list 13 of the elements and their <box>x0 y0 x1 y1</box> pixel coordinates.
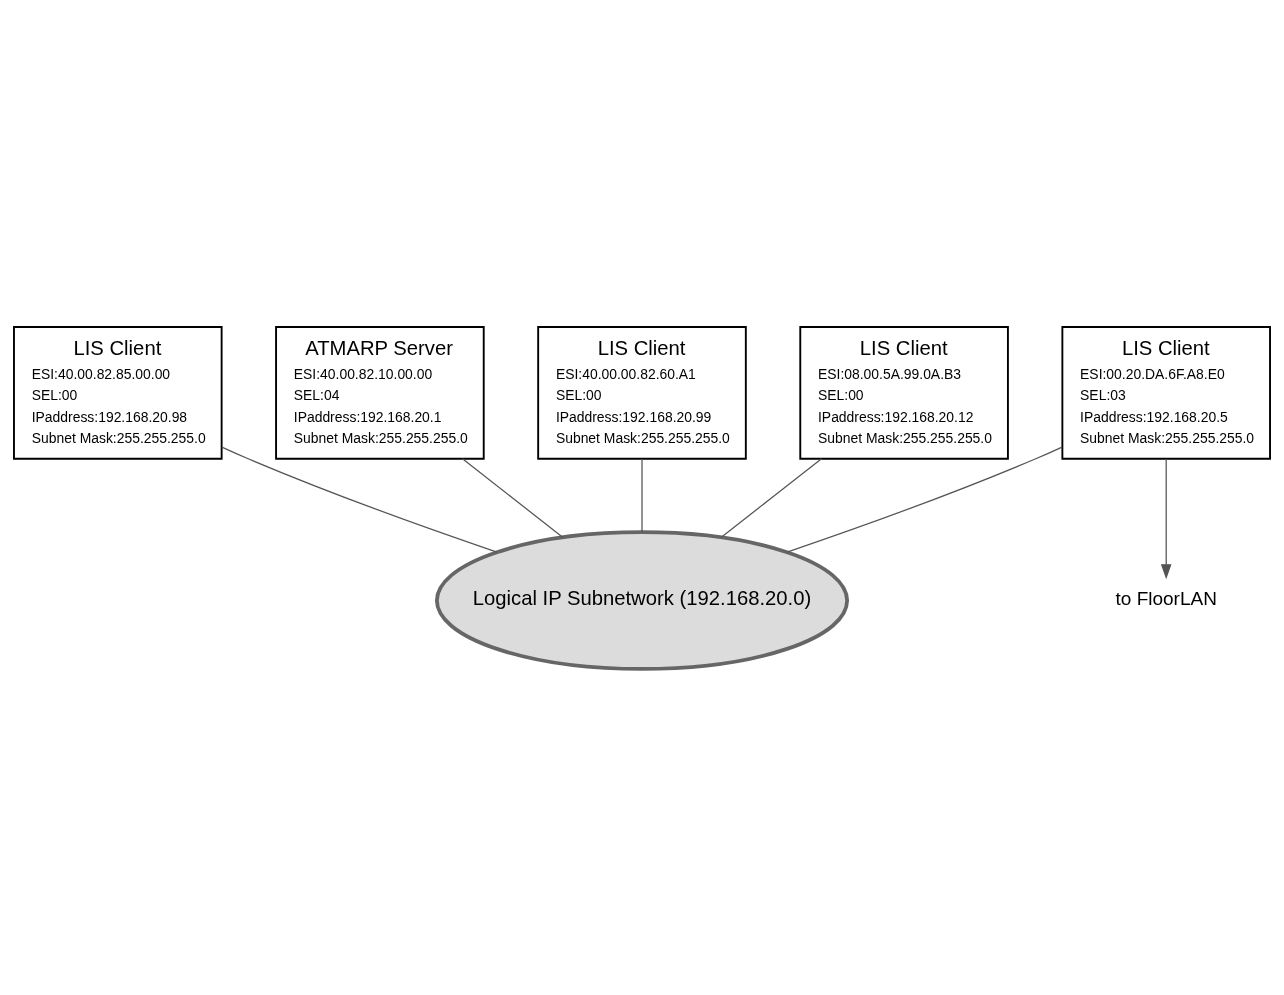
node-box: LIS Client ESI:00.20.DA.6F.A8.E0 SEL:03 IPaddress:192.168.20.5 Subnet Mask:255.255.255.0 <box>1061 325 1271 460</box>
arrow <box>1160 457 1172 579</box>
connector <box>720 457 823 538</box>
node-box: LIS Client ESI:40.00.82.85.00.00 SEL:00 IPaddress:192.168.20.98 Subnet Mask:255.255.255.0 <box>13 325 223 460</box>
node-ellipse: Logical IP Subnetwork (192.168.20.0) <box>435 529 849 671</box>
connector <box>786 445 1063 553</box>
connector <box>461 457 564 538</box>
connector <box>641 457 643 533</box>
node-box: LIS Client ESI:40.00.00.82.60.A1 SEL:00 IPaddress:192.168.20.99 Subnet Mask:255.255.255.0 <box>537 325 747 460</box>
node-box: ATMARP Server ESI:40.00.82.10.00.00 SEL:04 IPaddress:192.168.20.1 Subnet Mask:255.255.255.0 <box>275 325 485 460</box>
node-text: to FloorLAN <box>1115 587 1217 609</box>
connector <box>221 445 498 553</box>
node-box: LIS Client ESI:08.00.5A.99.0A.B3 SEL:00 IPaddress:192.168.20.12 Subnet Mask:255.255.255.0 <box>799 325 1009 460</box>
